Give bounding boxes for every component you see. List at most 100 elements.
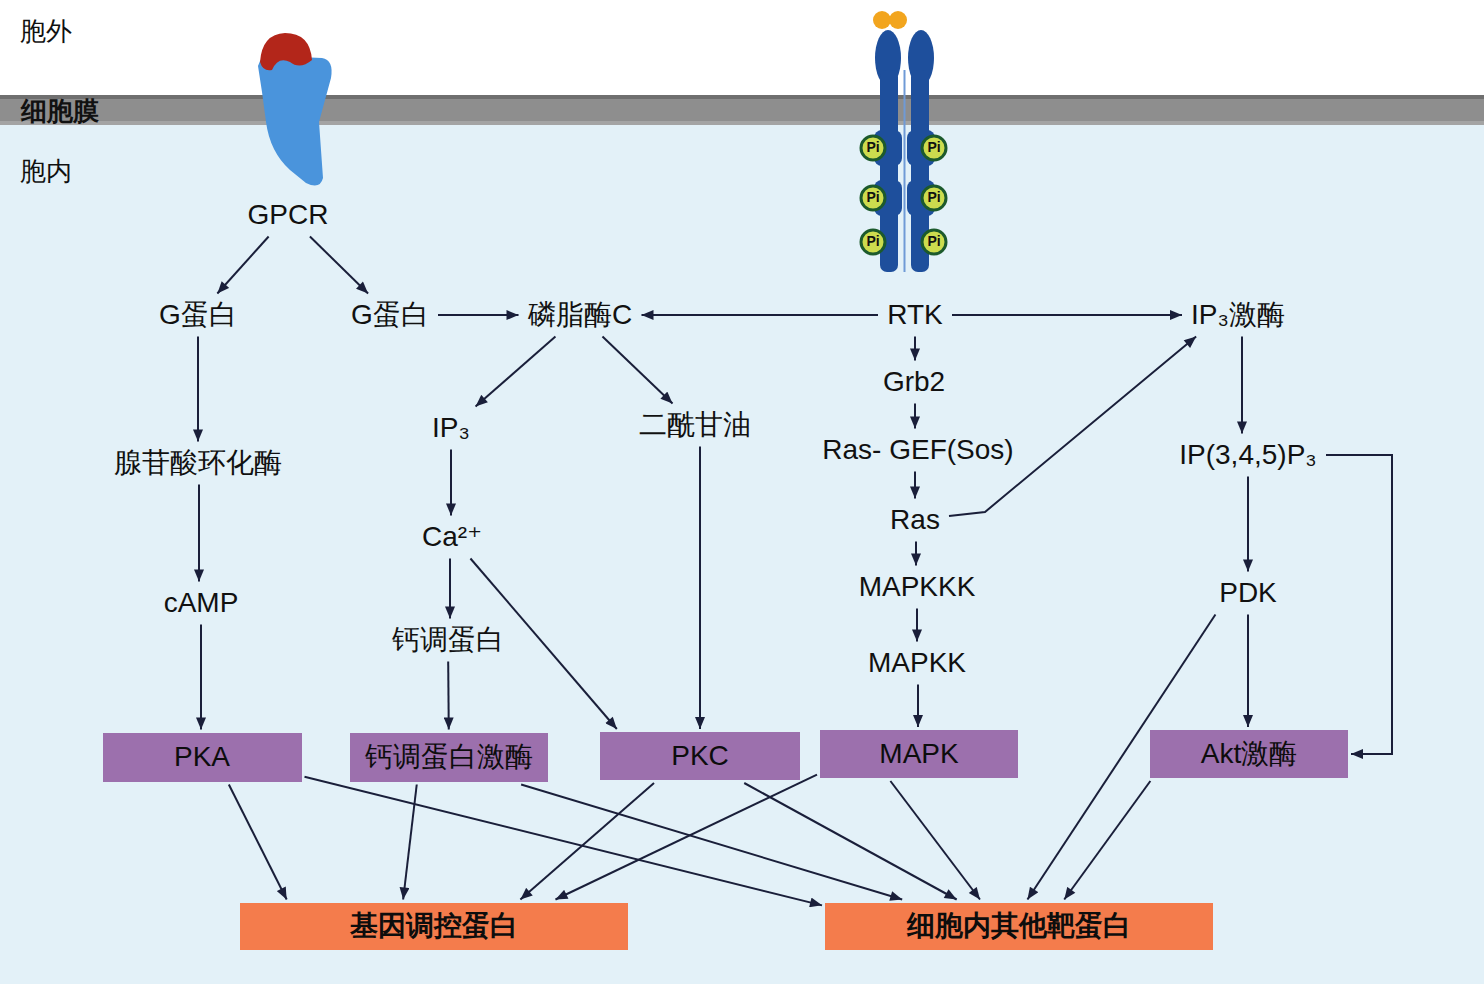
rtk-ligand [889, 11, 907, 29]
node-text: GPCR [248, 199, 329, 231]
region-label: 胞内 [20, 157, 72, 186]
pathway-molecule: MAPKK [862, 645, 973, 682]
node-text: 钙调蛋白激酶 [365, 741, 533, 773]
pathway-molecule: IP₃激酶 [1185, 297, 1291, 334]
signal-arrow [917, 685, 919, 728]
node-text: Ca²⁺ [422, 521, 482, 553]
node-text: MAPKKK [859, 571, 976, 603]
signal-arrow [1241, 337, 1243, 434]
signal-arrow [949, 337, 1196, 517]
pathway-molecule: PDK [1213, 575, 1283, 612]
signal-arrow [438, 314, 519, 316]
phosphate-dot [922, 230, 946, 254]
node-text: G蛋白 [351, 299, 429, 331]
kinase-box: MAPK [820, 730, 1018, 778]
signal-arrow [521, 785, 902, 900]
node-text: cAMP [164, 587, 239, 619]
signal-arrow [476, 337, 556, 407]
pathway-molecule: G蛋白 [345, 297, 435, 334]
cell-membrane-band [0, 95, 1484, 125]
kinase-box: PKA [103, 733, 302, 782]
node-text: MAPK [879, 738, 958, 770]
pathway-molecule: G蛋白 [153, 297, 243, 334]
gpcr-ligand [260, 33, 312, 70]
pathway-molecule: 二酰甘油 [633, 407, 757, 444]
signal-arrow [952, 314, 1182, 316]
membrane-edge [0, 121, 1484, 125]
signal-arrow [520, 783, 654, 900]
pathway-molecule: Ras [884, 502, 946, 539]
signal-arrow [890, 781, 980, 900]
signal-arrow [200, 625, 202, 730]
signal-arrow [229, 785, 287, 900]
membrane-edge [0, 95, 1484, 99]
signal-arrow [1247, 477, 1249, 572]
signal-arrow [403, 785, 417, 900]
phosphate-label: Pi [866, 234, 879, 249]
phosphate-dot [922, 186, 946, 210]
signal-arrow [197, 337, 199, 442]
rtk-divider [904, 70, 906, 272]
signal-arrow [1326, 455, 1392, 754]
pathway-molecule: 磷脂酶C [522, 297, 639, 334]
intracellular-ground [0, 125, 1484, 984]
node-text: 钙调蛋白 [392, 624, 504, 656]
signal-arrow [1064, 781, 1150, 900]
signal-arrow [449, 559, 451, 619]
signal-arrow [915, 542, 917, 566]
pathway-molecule: IP₃ [426, 410, 476, 447]
phosphate-dot [861, 230, 885, 254]
phosphate-label: Pi [866, 190, 879, 205]
signal-arrow [555, 775, 817, 900]
signal-arrow [914, 404, 916, 429]
signal-arrow [699, 447, 701, 730]
phosphate-label: Pi [866, 140, 879, 155]
pathway-molecule: 钙调蛋白 [386, 622, 510, 659]
signal-arrow [447, 662, 450, 730]
pathway-molecule: GPCR [242, 197, 335, 234]
target-protein-box: 基因调控蛋白 [240, 903, 628, 950]
pathway-molecule: RTK [881, 297, 949, 334]
pathway-molecule: 腺苷酸环化酶 [108, 445, 288, 482]
kinase-box: PKC [600, 732, 800, 780]
phosphate-dot [861, 186, 885, 210]
node-text: PDK [1219, 577, 1277, 609]
pathway-molecule: IP(3,4,5)P₃ [1173, 437, 1323, 474]
membrane-label: 细胞膜 [21, 97, 99, 126]
node-text: IP₃激酶 [1191, 299, 1285, 331]
signal-arrow [642, 314, 879, 316]
signal-arrow [1247, 615, 1249, 728]
signal-arrow [916, 609, 918, 642]
node-text: Ras [890, 504, 940, 536]
node-text: Ras- GEF(Sos) [822, 434, 1013, 466]
kinase-box: 钙调蛋白激酶 [350, 733, 548, 782]
signal-arrow [305, 777, 823, 906]
node-text: IP₃ [432, 412, 470, 444]
node-text: 腺苷酸环化酶 [114, 447, 282, 479]
node-text: MAPKK [868, 647, 966, 679]
phosphate-label: Pi [927, 140, 940, 155]
node-text: PKA [174, 741, 230, 773]
region-label: 胞外 [20, 17, 72, 46]
gpcr-receptor [258, 55, 332, 185]
pathway-molecule: cAMP [158, 585, 245, 622]
node-text: Grb2 [883, 366, 945, 398]
node-text: 二酰甘油 [639, 409, 751, 441]
node-text: 磷脂酶C [528, 299, 632, 331]
target-protein-box: 细胞内其他靶蛋白 [825, 903, 1213, 950]
pathway-molecule: Ca²⁺ [416, 519, 488, 556]
signal-arrow [450, 450, 452, 516]
rtk-ligand [873, 11, 891, 29]
node-text: 细胞内其他靶蛋白 [907, 910, 1131, 942]
node-text: Akt激酶 [1201, 738, 1297, 770]
phosphate-label: Pi [927, 190, 940, 205]
pathway-molecule: Grb2 [877, 364, 952, 401]
node-text: 基因调控蛋白 [350, 910, 518, 942]
node-text: PKC [671, 740, 729, 772]
phosphate-label: Pi [927, 234, 940, 249]
pathway-molecule: MAPKKK [853, 569, 982, 606]
